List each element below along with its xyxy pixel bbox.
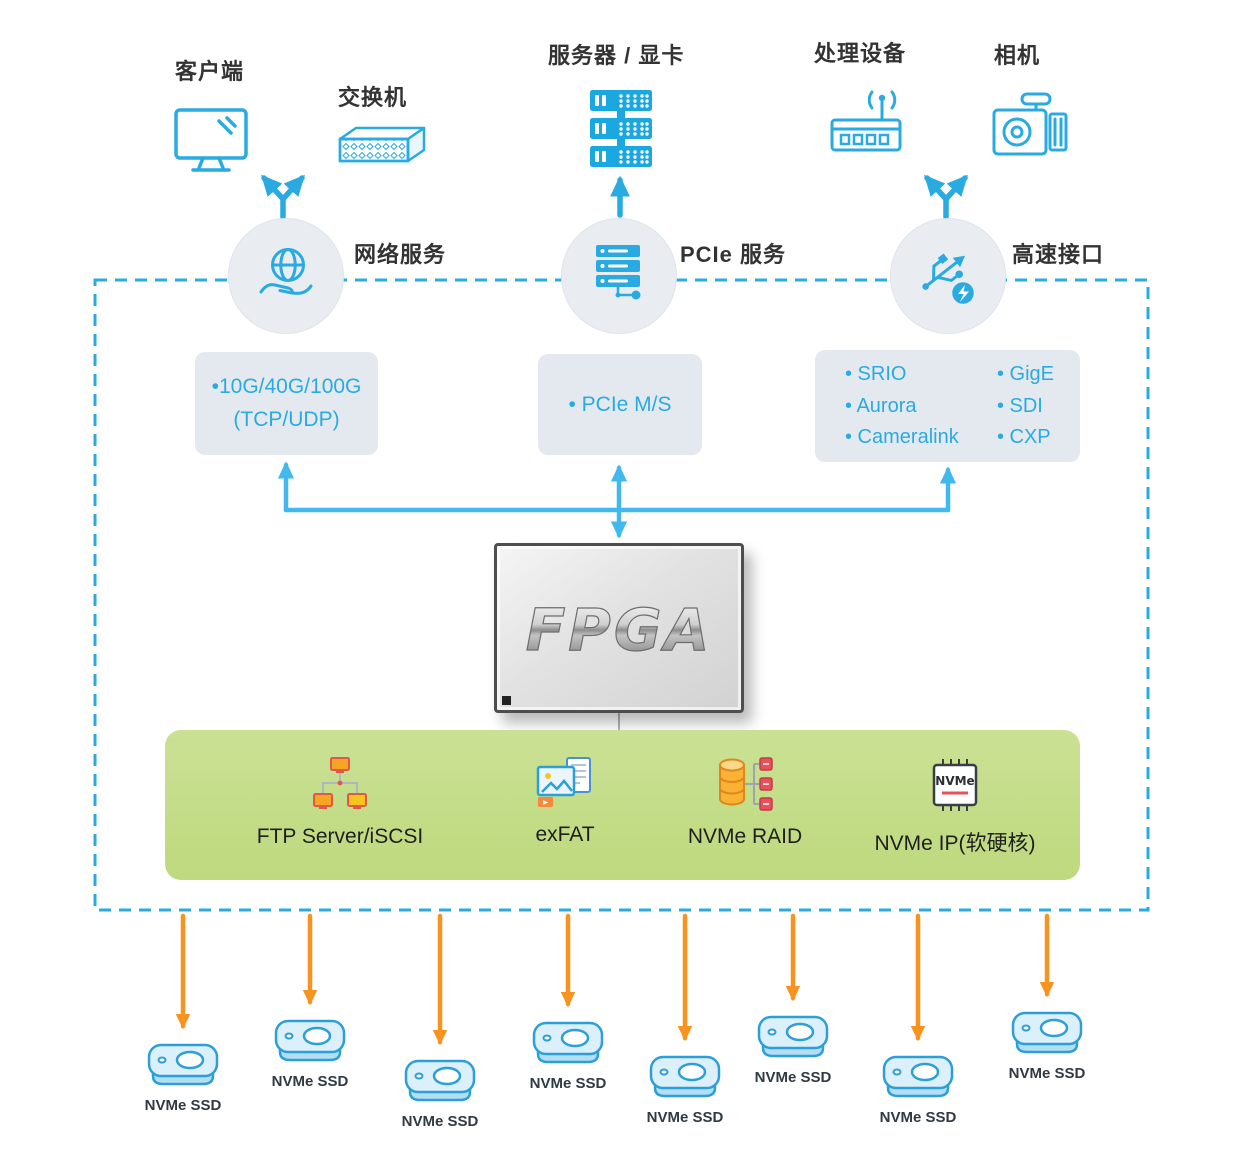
- ssd-label: NVMe SSD: [144, 1097, 222, 1114]
- pcie-service-label: PCIe 服务: [680, 242, 787, 267]
- ssd-icon: [757, 1015, 829, 1058]
- fpga-pin1-marker: [502, 696, 511, 705]
- arrow-to-processor: [924, 174, 949, 202]
- highspeed-right-column: • GigE • SDI • CXP: [997, 363, 1054, 449]
- top-arrows: [261, 174, 968, 220]
- protocol-item: • Cameralink: [845, 426, 959, 448]
- protocol-item: • GigE: [996, 363, 1054, 385]
- camera-label: 相机: [994, 43, 1041, 68]
- arrow-to-client: [261, 174, 286, 202]
- ssd-icon: [1011, 1011, 1083, 1054]
- ssd-label: NVMe SSD: [401, 1113, 479, 1130]
- software-item-nvme-raid: NVMe RAID: [665, 756, 825, 849]
- ssd-drive-7: NVMe SSD: [870, 1052, 966, 1126]
- highspeed-interface-label: 高速接口: [1012, 242, 1105, 267]
- processor-icon: [830, 90, 902, 152]
- arrow-to-switch: [280, 174, 305, 202]
- ssd-drive-1: NVMe SSD: [135, 1040, 231, 1114]
- ssd-drive-5: NVMe SSD: [637, 1052, 733, 1126]
- software-label-exfat: exFAT: [535, 823, 595, 846]
- protocol-item: • SRIO: [845, 363, 907, 385]
- ssd-icon: [147, 1043, 219, 1086]
- image-file-icon: [536, 757, 591, 807]
- server-rack-icon: [596, 245, 641, 300]
- database-raid-icon: [719, 757, 773, 811]
- fpga-label: FPGA: [526, 596, 713, 664]
- network-service-label: 网络服务: [354, 242, 447, 267]
- ssd-icon: [649, 1055, 721, 1098]
- ssd-label: NVMe SSD: [879, 1109, 957, 1126]
- ssd-label: NVMe SSD: [646, 1109, 724, 1126]
- fpga-bus-arrows: [277, 461, 957, 539]
- network-protocol-line2: (TCP/UDP): [233, 407, 340, 431]
- ssd-drive-6: NVMe SSD: [745, 1012, 841, 1086]
- ssd-drive-8: NVMe SSD: [999, 1008, 1095, 1082]
- switch-label: 交换机: [338, 85, 408, 110]
- usb-lightning-icon: [922, 253, 977, 307]
- pcie-ms-item: • PCIe M/S: [568, 392, 672, 416]
- camera-icon: [992, 92, 1068, 156]
- ssd-arrows: [175, 913, 1055, 1046]
- ssd-drive-4: NVMe SSD: [520, 1018, 616, 1092]
- software-item-ftp: FTP Server/iSCSI: [245, 756, 435, 849]
- circle-network-service: [228, 218, 344, 334]
- globe-hand-icon: [259, 248, 313, 295]
- fpga-chip: FPGA: [494, 543, 744, 713]
- fpga-text: FPGA: [525, 595, 713, 664]
- network-protocol-line1: •10G/40G/100G: [211, 374, 362, 398]
- ssd-drive-2: NVMe SSD: [262, 1016, 358, 1090]
- ssd-label: NVMe SSD: [1008, 1065, 1086, 1082]
- box-highspeed-protocols: • SRIO • Aurora • Cameralink • GigE • SD…: [815, 350, 1080, 462]
- arrow-to-camera: [943, 174, 968, 202]
- nvme-chip-text: NVMe: [935, 774, 974, 788]
- software-label-ftp: FTP Server/iSCSI: [256, 825, 424, 848]
- protocol-item: • SDI: [996, 394, 1043, 417]
- ssd-icon: [882, 1055, 954, 1098]
- software-label-nvme-ip: NVMe IP(软硬核): [874, 832, 1036, 855]
- nvme-chip-icon: NVMe: [932, 759, 978, 811]
- ssd-label: NVMe SSD: [754, 1069, 832, 1086]
- ssd-label: NVMe SSD: [529, 1075, 607, 1092]
- software-item-nvme-ip: NVMe NVMe IP(软硬核): [845, 756, 1065, 857]
- software-panel: FTP Server/iSCSI exFAT: [165, 730, 1080, 880]
- circle-pcie-service: [561, 218, 677, 334]
- client-label: 客户端: [175, 59, 245, 84]
- monitor-icon: [174, 108, 248, 172]
- ssd-drive-3: NVMe SSD: [392, 1056, 488, 1130]
- ssd-icon: [532, 1021, 604, 1064]
- protocol-item: • CXP: [996, 426, 1051, 448]
- ssd-icon: [404, 1059, 476, 1102]
- ssd-label: NVMe SSD: [271, 1073, 349, 1090]
- software-label-nvme-raid: NVMe RAID: [687, 825, 803, 848]
- highspeed-left-column: • SRIO • Aurora • Cameralink: [845, 363, 959, 449]
- ssd-icon: [274, 1019, 346, 1062]
- server-stack-icon: [590, 90, 652, 167]
- processor-label: 处理设备: [814, 41, 907, 66]
- network-nodes-icon: [313, 757, 367, 809]
- software-item-exfat: exFAT: [505, 756, 625, 847]
- box-network-protocols: •10G/40G/100G (TCP/UDP): [195, 352, 378, 455]
- circle-highspeed-interface: [890, 218, 1006, 334]
- box-pcie-ms: • PCIe M/S: [538, 354, 702, 455]
- server-gpu-label: 服务器 / 显卡: [548, 43, 685, 68]
- switch-icon: [338, 126, 426, 163]
- protocol-item: • Aurora: [845, 394, 917, 417]
